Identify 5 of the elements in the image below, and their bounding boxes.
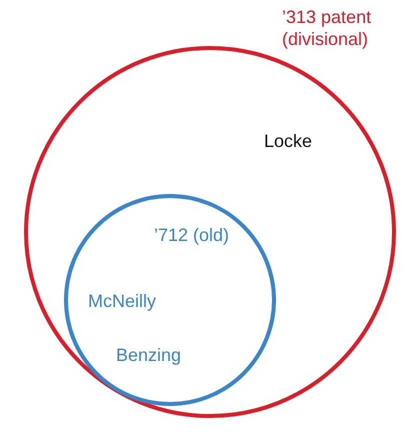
- set-title: ’712 (old): [154, 224, 230, 246]
- set-title: ’313 patent (divisional): [282, 6, 372, 50]
- set-member-label: Benzing: [116, 344, 182, 366]
- set-member-label: McNeilly: [88, 290, 156, 312]
- set-member-label: Locke: [264, 130, 312, 152]
